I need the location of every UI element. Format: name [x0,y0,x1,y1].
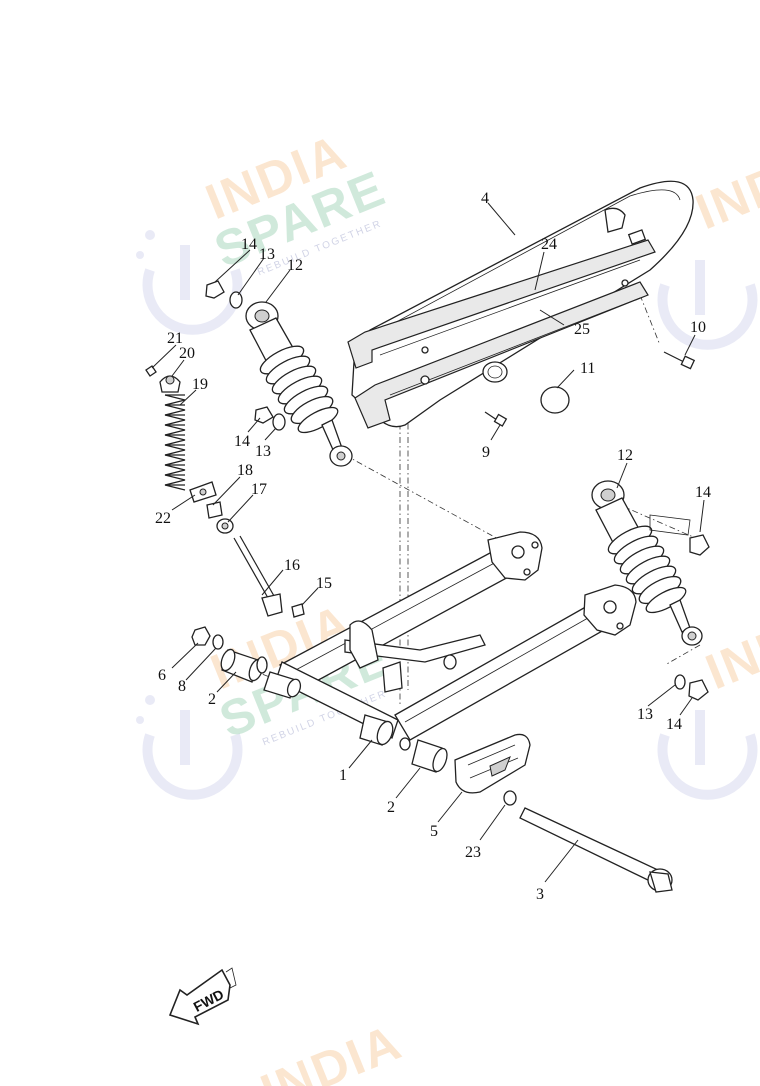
callout-24: 24 [541,236,557,253]
pivot-collar [359,714,394,746]
spring-retainer [159,375,181,393]
washer [272,413,286,431]
callout-18: 18 [237,462,253,479]
chain-puller [454,733,531,794]
leader-lines [151,202,705,883]
callout-20: 20 [179,345,195,362]
callout-13: 13 [255,443,271,460]
pivot-bushing [411,739,448,773]
callout-5: 8 [178,678,186,695]
callout-19: 19 [192,376,208,393]
shock-absorber-right [591,480,703,646]
callout-15: 15 [316,575,332,592]
callout-14: 14 [666,716,682,733]
nut [689,534,710,556]
pivot-shaft [519,807,673,893]
grommet [482,361,508,383]
washer [229,291,243,309]
callout-25: 25 [574,321,590,338]
watermark-brand-top: INDIA [688,134,760,241]
shock-absorber-left [245,301,353,467]
nut [688,679,709,701]
collar [216,518,234,534]
bolt [663,351,696,370]
washer [674,674,686,690]
callout-12: 12 [287,257,303,274]
callout-labels: 4 24 25 11 10 9 14 13 12 21 20 19 14 13 … [155,190,711,903]
callout-2: 2 [387,799,395,816]
callout-9: 9 [482,444,490,461]
callout-14: 14 [241,236,257,253]
pivot-bushing [220,648,264,683]
nut [291,603,305,618]
callout-11: 11 [580,360,595,377]
nut [205,280,225,299]
callout-12: 12 [617,447,633,464]
nut [191,626,211,646]
callout-10: 10 [690,319,706,336]
callout-13: 13 [259,246,275,263]
callout-23: 23 [465,844,481,861]
callout-17: 17 [251,481,267,498]
chain-case [347,180,694,429]
wrench-logo-icon [657,710,758,800]
callout-1: 1 [339,767,347,784]
callout-4: 6 [158,667,166,684]
callout-22: 22 [155,510,171,527]
suspension-spring [164,394,186,491]
callout-21: 21 [167,330,183,347]
forward-direction-arrow: FWD [168,967,237,1026]
callout-6: 5 [430,823,438,840]
washer [503,790,517,806]
callout-16: 16 [284,557,300,574]
spring-seat-plate [189,481,217,503]
callout-13: 13 [637,706,653,723]
swing-arm [275,531,637,741]
washer [399,737,411,751]
cap-plug [540,386,570,414]
callout-14: 14 [234,433,250,450]
spacer [206,501,223,519]
callout-8: 4 [481,190,489,207]
bolt [484,411,508,427]
callout-3: 3 [536,886,544,903]
wrench-logo-icon [136,695,243,800]
washer [256,656,268,674]
pin [145,365,157,377]
wrench-logo-icon [657,260,758,350]
watermark-brand-top: INDIA [698,594,760,701]
watermark-brand-top: INDIA [253,1014,409,1086]
pivot-bushing [263,671,302,699]
callout-2: 2 [208,691,216,708]
spring-rod [233,535,283,617]
washer [212,634,224,650]
callout-14: 14 [695,484,711,501]
